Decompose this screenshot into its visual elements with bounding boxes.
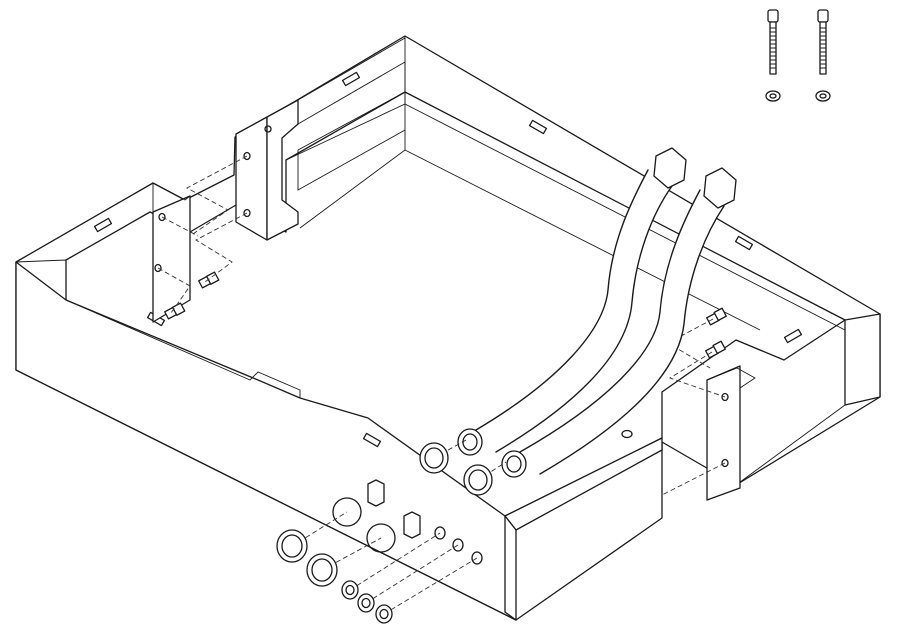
back-bracket-side	[266, 99, 299, 241]
screw-left-1	[198, 271, 220, 289]
align-pipe-1	[433, 439, 467, 459]
washer-2	[815, 90, 831, 102]
align-back-bracket-2	[195, 212, 248, 283]
pipe-rear	[457, 147, 687, 456]
rim-slot-4	[93, 217, 113, 233]
align-right-screw-2	[668, 351, 726, 398]
left-bracket-hole-1	[154, 263, 162, 273]
rim-slot-2	[528, 119, 548, 135]
base-frame-front-step	[65, 299, 301, 398]
left-bracket-face	[152, 195, 191, 323]
left-mount-bracket	[152, 182, 191, 323]
rim-slot-6	[362, 432, 382, 448]
align-plug-1	[349, 532, 441, 591]
base-frame-right-end-line	[735, 404, 846, 486]
left-bracket-hole-2	[158, 212, 166, 222]
front-hole-d-1	[367, 479, 385, 507]
left-bracket-top	[152, 182, 191, 212]
back-bracket-inner	[297, 61, 406, 191]
water-pipes	[457, 147, 737, 478]
base-frame-front-face	[15, 261, 517, 621]
gland-nut-2	[306, 553, 338, 587]
front-hole-large-2	[366, 523, 396, 553]
back-bracket-hole-top	[264, 125, 272, 133]
align-pipe-2	[477, 461, 507, 481]
rim-slot-1	[341, 71, 361, 87]
right-bracket-top	[706, 367, 756, 389]
pipe-rear-nut	[653, 147, 687, 189]
long-bolt-2	[817, 9, 829, 75]
pipe-front-end	[501, 450, 527, 478]
gland-nut-1	[276, 529, 308, 563]
pipe-seal-ring-1	[419, 442, 449, 474]
align-plug-3	[383, 557, 478, 615]
back-bracket-hole-2	[243, 208, 251, 218]
plug-2	[357, 593, 375, 613]
pipe-rear-end-inner	[462, 433, 478, 451]
base-frame-front-top-edge	[15, 259, 67, 300]
pipe-front-nut	[703, 167, 737, 209]
seal-rings	[276, 442, 493, 624]
pipe-seal-ring-2	[463, 464, 493, 496]
back-mount-bracket	[235, 37, 406, 241]
back-bracket-front-face	[235, 116, 268, 241]
rim-slot-7	[783, 328, 803, 344]
back-bracket-top	[235, 37, 406, 135]
pipe-front	[501, 167, 737, 478]
align-left-bracket-2	[157, 267, 191, 314]
plug-1	[341, 580, 359, 600]
base-frame-right-block-face	[504, 515, 517, 621]
right-bracket-hole-2	[721, 458, 729, 468]
screw-right-2	[705, 340, 726, 359]
pipe-front-end-inner	[506, 455, 522, 473]
align-right-bracket-low	[661, 462, 726, 496]
back-bracket-hole-1	[243, 151, 251, 161]
base-hole	[621, 429, 633, 439]
front-hole-small-3	[471, 551, 483, 565]
long-bolt-1	[767, 9, 779, 75]
pipe-rear-end	[457, 428, 483, 456]
base-frame	[15, 35, 881, 621]
rim-slot-3	[734, 235, 754, 251]
right-mount-bracket	[706, 365, 756, 501]
front-hole-small-1	[434, 526, 446, 540]
align-plug-2	[365, 544, 459, 604]
front-hole-small-2	[452, 538, 464, 552]
spare-hardware	[765, 9, 831, 102]
right-bracket-face	[706, 365, 741, 501]
front-hole-d-2	[403, 511, 421, 539]
bracket-screws	[164, 271, 727, 359]
align-back-bracket-1	[186, 155, 248, 237]
front-hole-large-1	[332, 497, 362, 527]
right-bracket-hole-1	[721, 392, 729, 402]
align-left-bracket-1	[161, 216, 199, 237]
plug-3	[375, 604, 393, 624]
base-frame-right-end	[844, 313, 881, 406]
washer-1	[765, 90, 781, 102]
